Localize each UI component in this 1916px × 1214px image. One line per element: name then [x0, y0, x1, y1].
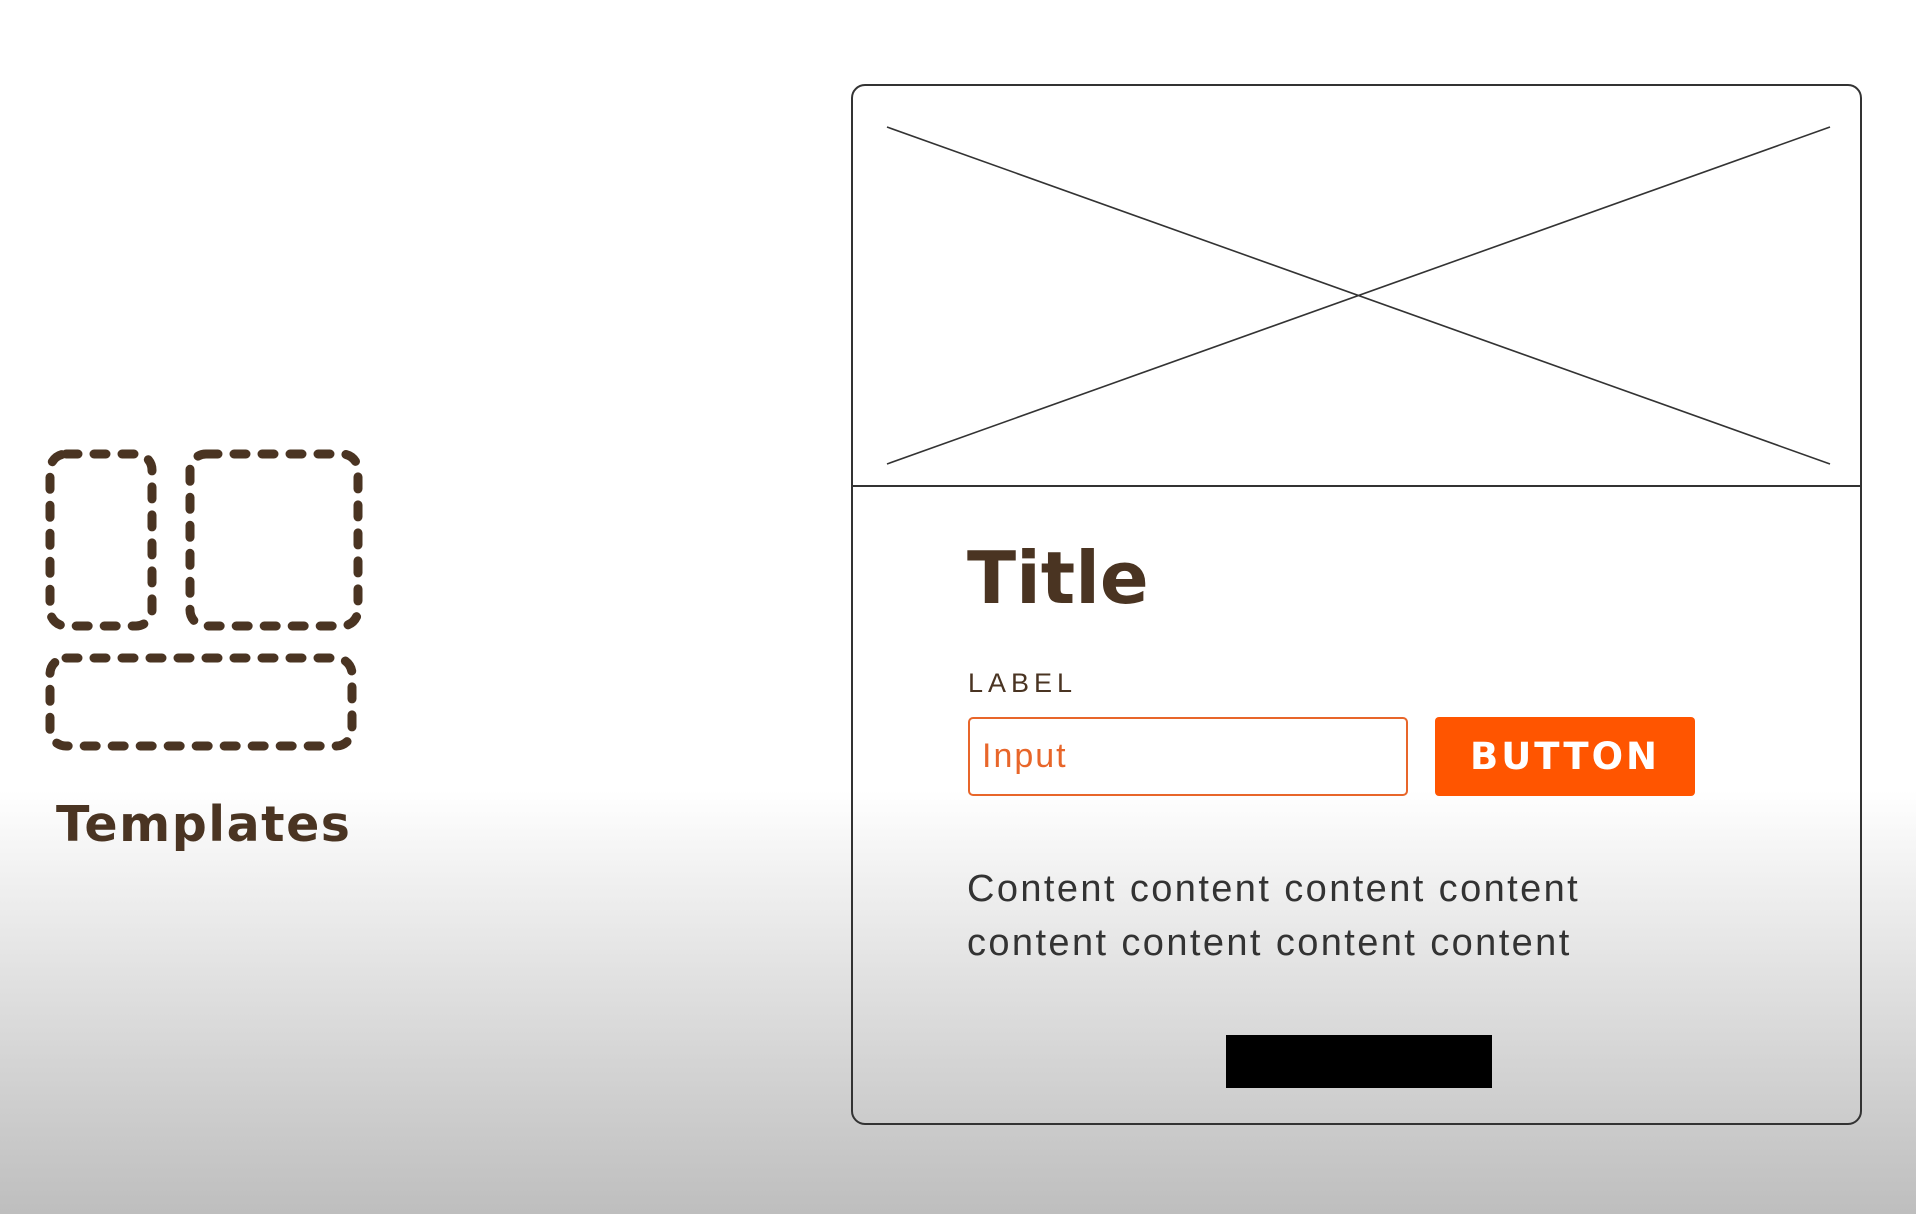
templates-label: Templates: [56, 796, 352, 853]
content-text: Content content content content content …: [967, 868, 1581, 964]
card-title: Title: [967, 536, 1149, 620]
text-input[interactable]: [968, 717, 1408, 796]
image-placeholder: [853, 86, 1860, 487]
field-label: LABEL: [968, 668, 1078, 698]
templates-icon: [44, 448, 370, 754]
template-card: Title LABEL BUTTON Content content conte…: [851, 84, 1862, 1125]
action-button[interactable]: BUTTON: [1435, 717, 1695, 796]
redacted-bar: [1226, 1035, 1492, 1088]
